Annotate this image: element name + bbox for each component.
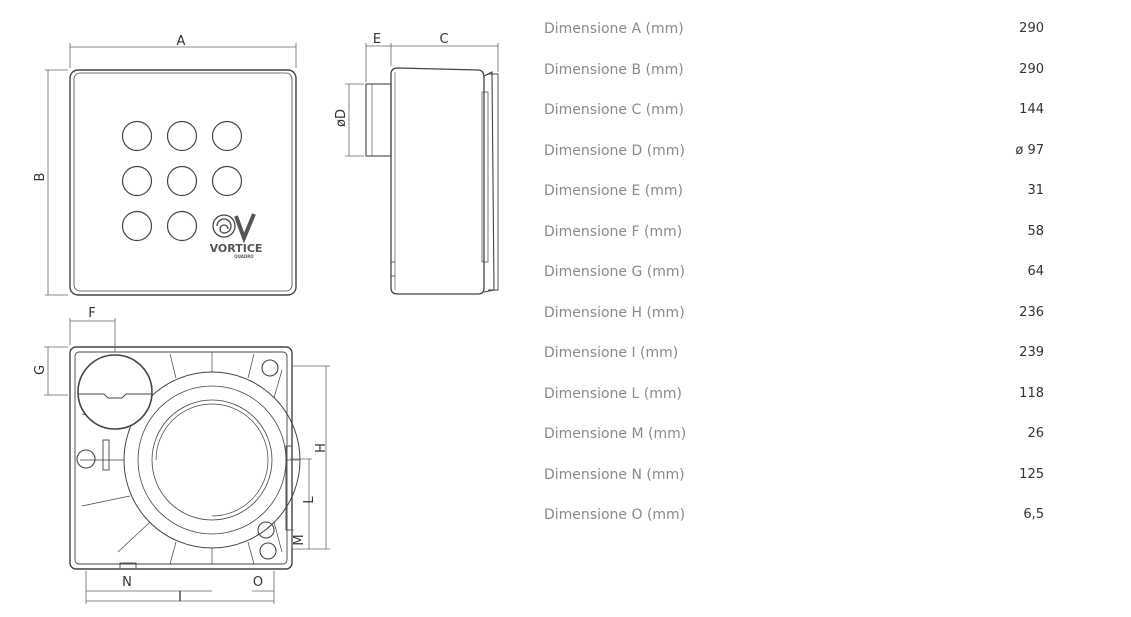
spec-name: Dimensione E (mm) xyxy=(544,183,683,199)
brand-sub: QUADRO xyxy=(234,254,254,259)
spec-name: Dimensione H (mm) xyxy=(544,304,685,321)
spec-name: Dimensione B (mm) xyxy=(544,61,684,78)
spec-name: Dimensione C (mm) xyxy=(544,102,684,118)
spec-row: Dimensione E (mm) 31 xyxy=(544,172,1044,213)
spec-value: 64 xyxy=(1027,264,1044,279)
spec-name: Dimensione M (mm) xyxy=(544,426,687,442)
spec-row: Dimensione O (mm) 6,5 xyxy=(544,496,1044,537)
spec-value: ø 97 xyxy=(1015,142,1044,158)
dim-label-l: L xyxy=(302,496,317,504)
dim-label-m: M xyxy=(292,534,307,545)
spec-row: Dimensione C (mm) 144 xyxy=(544,91,1044,132)
spec-row: Dimensione M (mm) 26 xyxy=(544,415,1044,456)
technical-drawing: VORTICE QUADRO A B E C øD xyxy=(33,32,499,605)
side-view-icon xyxy=(365,67,499,295)
spec-row: Dimensione F (mm) 58 xyxy=(544,213,1044,254)
spec-name: Dimensione I (mm) xyxy=(544,345,679,361)
dim-label-b: B xyxy=(33,173,48,182)
dim-label-i: I xyxy=(178,590,182,605)
brand-name: VORTICE xyxy=(210,242,263,255)
spec-name: Dimensione A (mm) xyxy=(544,21,684,37)
spec-name: Dimensione F (mm) xyxy=(544,223,683,240)
spec-name: Dimensione L (mm) xyxy=(544,385,682,402)
front-view-icon: VORTICE QUADRO xyxy=(69,69,297,296)
spec-row: Dimensione I (mm) 239 xyxy=(544,334,1044,375)
spec-value: 144 xyxy=(1019,102,1044,117)
spec-value: 26 xyxy=(1027,426,1044,441)
spec-name: Dimensione D (mm) xyxy=(544,142,685,159)
spec-row: Dimensione N (mm) 125 xyxy=(544,456,1044,497)
dim-label-a: A xyxy=(177,34,186,49)
dim-label-h: H xyxy=(314,443,329,453)
dim-label-d: øD xyxy=(334,109,349,127)
spec-value: 125 xyxy=(1019,466,1044,482)
dim-label-n: N xyxy=(122,575,132,590)
spec-name: Dimensione O (mm) xyxy=(544,507,686,523)
dimensions-table: Dimensione A (mm) 290 Dimensione B (mm) 29… xyxy=(544,10,1044,537)
dim-label-f: F xyxy=(88,306,95,321)
vortice-logo-icon: VORTICE QUADRO xyxy=(210,213,263,259)
spec-row: Dimensione B (mm) 290 xyxy=(544,51,1044,92)
spec-value: 118 xyxy=(1019,385,1044,401)
back-view-icon xyxy=(69,346,301,570)
spec-value: 31 xyxy=(1027,183,1044,198)
dim-label-o: O xyxy=(253,575,263,590)
spec-row: Dimensione H (mm) 236 xyxy=(544,294,1044,335)
dim-label-c: C xyxy=(439,32,448,47)
spec-value: 6,5 xyxy=(1023,507,1044,522)
spec-row: Dimensione A (mm) 290 xyxy=(544,10,1044,51)
spec-value: 290 xyxy=(1019,21,1044,36)
spec-value: 290 xyxy=(1019,61,1044,77)
spec-row: Dimensione L (mm) 118 xyxy=(544,375,1044,416)
spec-value: 239 xyxy=(1019,345,1044,360)
spec-value: 58 xyxy=(1027,223,1044,239)
spec-name: Dimensione G (mm) xyxy=(544,264,685,280)
dim-label-g: G xyxy=(33,365,48,375)
spec-row: Dimensione G (mm) 64 xyxy=(544,253,1044,294)
dim-label-e: E xyxy=(373,32,381,47)
spec-name: Dimensione N (mm) xyxy=(544,466,685,483)
spec-value: 236 xyxy=(1019,304,1044,320)
spec-row: Dimensione D (mm) ø 97 xyxy=(544,132,1044,173)
